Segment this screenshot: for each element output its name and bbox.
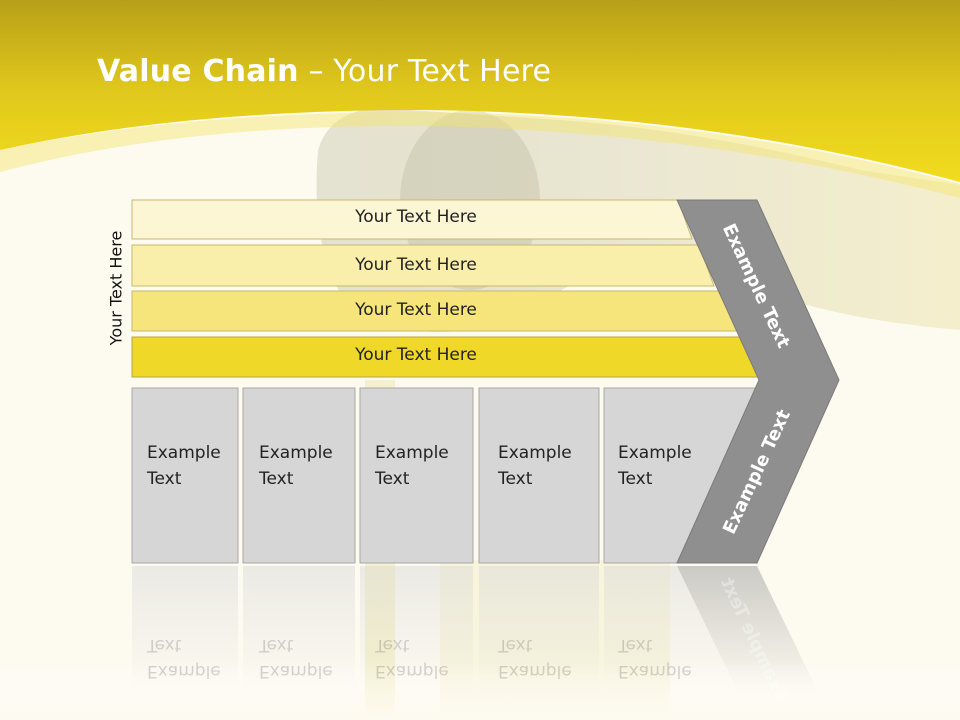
box-5-reflection: Example Text <box>618 632 692 684</box>
box-2-line2: Text <box>259 469 294 489</box>
bar-1 <box>131 199 693 240</box>
box-3-reflection: Example Text <box>375 632 449 684</box>
box-3-line2: Text <box>375 469 410 489</box>
slide-title: Value Chain – Your Text Here <box>97 54 551 89</box>
box-3-refl-line1: Example <box>375 661 449 681</box>
box-1-refl-line1: Example <box>147 661 221 681</box>
box-4-line1: Example <box>498 443 572 463</box>
box-3-refl-line2: Text <box>375 635 410 655</box>
box-3 <box>359 387 474 564</box>
box-3-line1: Example <box>375 443 449 463</box>
box-5-refl-line2: Text <box>618 635 653 655</box>
box-1-line1: Example <box>147 443 221 463</box>
box-5-refl-line1: Example <box>618 661 692 681</box>
bar-3-label: Your Text Here <box>355 300 477 320</box>
box-2-line1: Example <box>259 443 333 463</box>
title-rest: – Your Text Here <box>298 54 552 89</box>
bar-1-label: Your Text Here <box>355 207 477 227</box>
side-label: Your Text Here <box>106 230 126 346</box>
title-bold: Value Chain <box>97 54 299 89</box>
bar-4-label: Your Text Here <box>355 345 477 365</box>
box-4-refl-line2: Text <box>498 635 533 655</box>
box-2 <box>242 387 356 564</box>
box-4-reflection: Example Text <box>498 632 572 684</box>
box-2-refl-line2: Text <box>259 635 294 655</box>
header-swoosh <box>0 112 960 198</box>
box-1-refl-line2: Text <box>147 635 182 655</box>
box-2-refl-line1: Example <box>259 661 333 681</box>
box-4-line2: Text <box>498 469 533 489</box>
box-4 <box>478 387 600 564</box>
box-1-line2: Text <box>147 469 182 489</box>
box-4-refl-line1: Example <box>498 661 572 681</box>
box-2-reflection: Example Text <box>259 632 333 684</box>
chevron-arrow <box>676 199 840 564</box>
box-1-reflection: Example Text <box>147 632 221 684</box>
header-band <box>0 0 960 182</box>
box-5-line1: Example <box>618 443 692 463</box>
box-5-line2: Text <box>618 469 653 489</box>
bar-2 <box>131 244 715 287</box>
bar-2-label: Your Text Here <box>355 255 477 275</box>
box-1 <box>131 387 239 564</box>
